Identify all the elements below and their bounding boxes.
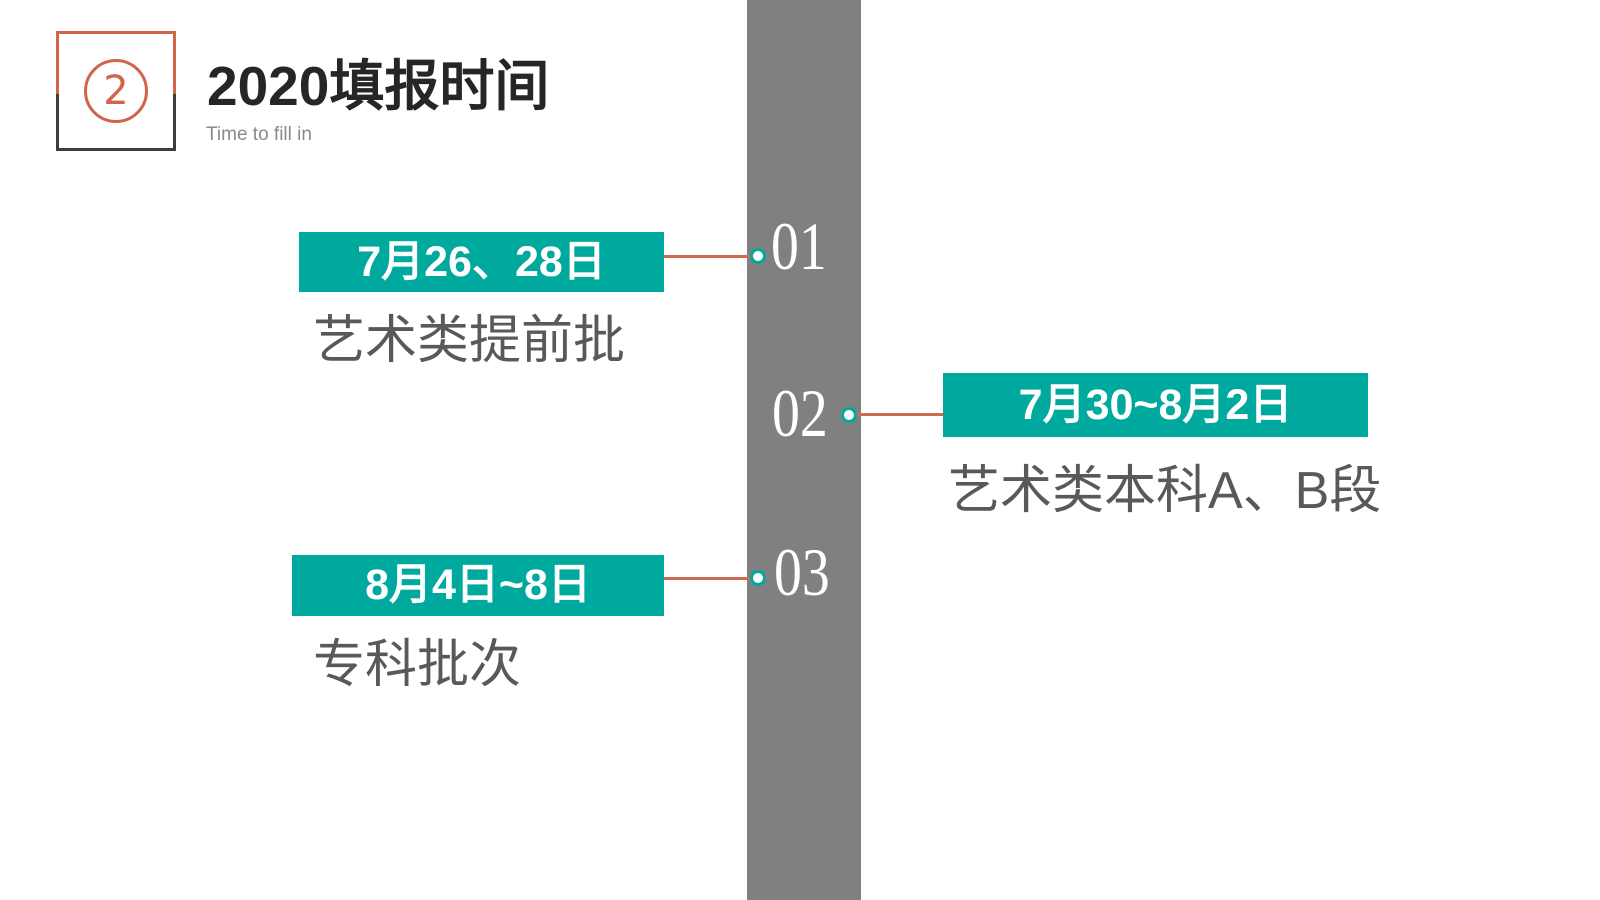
timeline-label: 艺术类本科A、B段 [948, 462, 1382, 520]
timeline-number: 01 [771, 208, 827, 284]
timeline-number: 02 [772, 375, 828, 451]
timeline-number: 03 [774, 534, 830, 610]
timeline-connector [664, 577, 752, 580]
section-badge-accent-frame [56, 31, 176, 94]
timeline-date: 7月26、28日 [299, 232, 664, 292]
timeline-dot-icon [750, 570, 766, 586]
timeline-date: 8月4日~8日 [292, 555, 664, 616]
timeline-label: 专科批次 [313, 636, 522, 694]
timeline-label: 艺术类提前批 [313, 312, 626, 370]
page-subtitle: Time to fill in [206, 124, 312, 145]
timeline-dot-icon [841, 407, 857, 423]
timeline-dot-icon [750, 248, 766, 264]
circled-number-icon: 2 [84, 59, 148, 123]
page-title: 2020填报时间 [207, 55, 550, 117]
timeline-connector [664, 255, 752, 258]
timeline-date: 7月30~8月2日 [943, 373, 1368, 437]
timeline-bar [747, 0, 861, 900]
section-badge: 2 [56, 31, 176, 151]
timeline-connector [857, 413, 943, 416]
